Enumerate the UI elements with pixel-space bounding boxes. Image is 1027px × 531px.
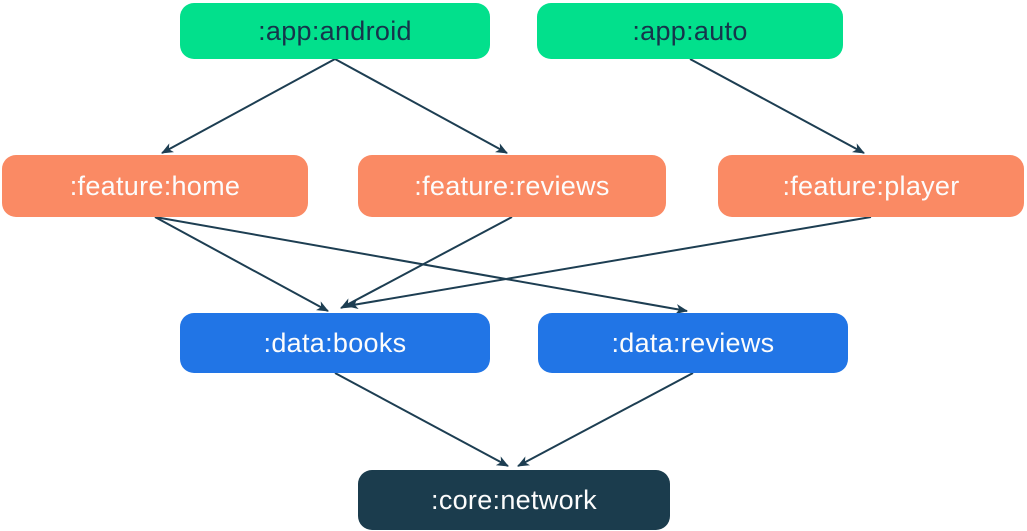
edge-feature-player-to-data-books (346, 216, 872, 310)
node-feature-player: :feature:player (718, 155, 1024, 217)
edge-feature-reviews-to-data-books (340, 216, 513, 309)
node-feature-home: :feature:home (2, 155, 308, 217)
node-data-reviews: :data:reviews (538, 313, 848, 373)
node-feature-reviews: :feature:reviews (358, 155, 666, 217)
edge-data-books-to-core-network (334, 372, 509, 467)
node-app-android: :app:android (180, 3, 490, 59)
edge-data-reviews-to-core-network (517, 372, 694, 467)
edge-app-auto-to-feature-player (689, 58, 865, 154)
node-data-books: :data:books (180, 313, 490, 373)
edge-feature-home-to-data-reviews (154, 216, 688, 315)
edge-app-android-to-feature-reviews (334, 58, 508, 154)
edge-feature-home-to-data-books (154, 216, 329, 312)
node-core-network: :core:network (358, 470, 670, 530)
edge-app-android-to-feature-home (161, 58, 336, 154)
node-app-auto: :app:auto (537, 3, 843, 59)
